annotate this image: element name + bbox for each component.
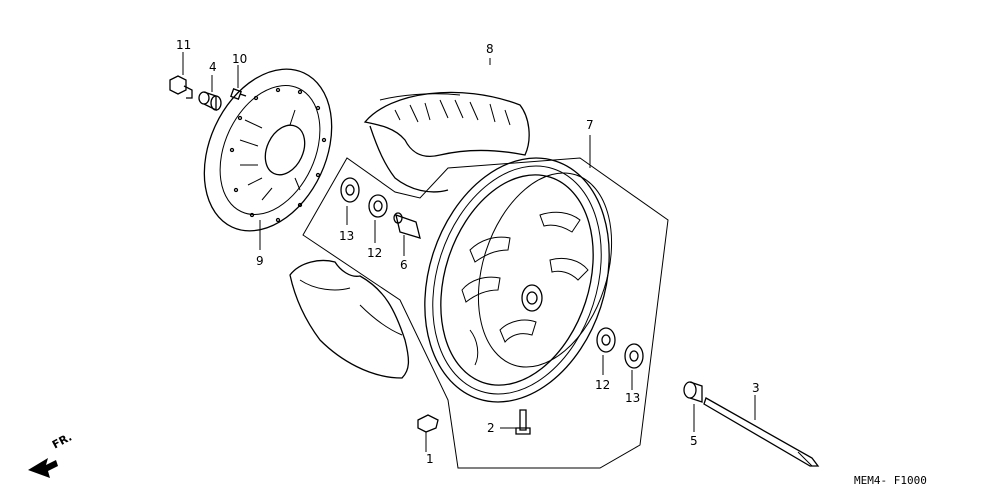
- callout-6: 6: [400, 258, 408, 272]
- callout-12-left: 12: [367, 246, 383, 260]
- bolt-10: [230, 88, 247, 100]
- clip-1: [417, 414, 439, 433]
- callout-10: 10: [232, 52, 248, 66]
- wheel-rim: [424, 157, 613, 403]
- axle-3: [703, 397, 820, 467]
- assembly-outline: [302, 157, 669, 469]
- tire-lower: [289, 259, 410, 379]
- leader-lines: [182, 52, 756, 452]
- callout-11: 11: [176, 38, 192, 52]
- brake-disc: [203, 68, 333, 232]
- diagram-code: MEM4- F1000: [854, 474, 927, 487]
- distance-collar-6: [393, 212, 421, 239]
- bearing-13-left: [340, 177, 360, 203]
- collar-4: [198, 91, 222, 112]
- callout-3: 3: [752, 381, 760, 395]
- callout-2: 2: [487, 421, 495, 435]
- callout-8: 8: [486, 42, 494, 56]
- seal-13-right: [624, 343, 644, 369]
- bearing-12-right: [596, 327, 616, 353]
- bolt-11: [169, 75, 193, 99]
- valve-2: [515, 409, 531, 435]
- callout-1: 1: [426, 452, 434, 466]
- callout-9: 9: [256, 254, 264, 268]
- callout-7: 7: [586, 118, 594, 132]
- callout-12-right: 12: [595, 378, 611, 392]
- callout-5: 5: [690, 434, 698, 448]
- tire-upper: [363, 91, 530, 193]
- callout-13-right: 13: [625, 391, 641, 405]
- callout-4: 4: [209, 60, 217, 74]
- callout-13-left: 13: [339, 229, 355, 243]
- front-direction-arrow: [28, 458, 58, 478]
- collar-5: [683, 381, 703, 403]
- bearing-12-left: [368, 194, 388, 218]
